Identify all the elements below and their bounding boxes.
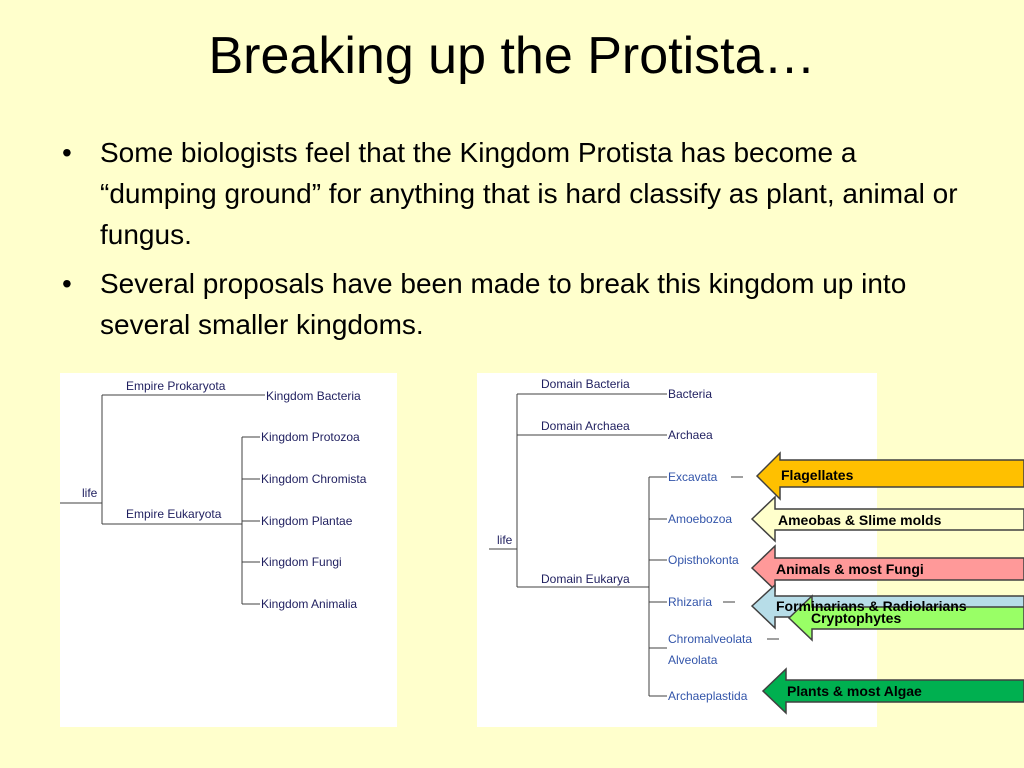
tree-diagram-domains: life Domain Bacteria Domain Archaea Doma… xyxy=(489,377,779,703)
supergroup-label: Amoebozoa xyxy=(668,512,732,526)
leaf-label: Bacteria xyxy=(668,387,712,401)
callout-label-plants-algae: Plants & most Algae xyxy=(787,683,922,699)
supergroup-label: Excavata xyxy=(668,470,718,484)
empire-label: Empire Prokaryota xyxy=(126,379,226,393)
bullet-text: Several proposals have been made to brea… xyxy=(100,268,907,340)
kingdom-label: Kingdom Animalia xyxy=(261,597,357,611)
callout-label-flagellates: Flagellates xyxy=(781,467,854,483)
bullet-glyph: • xyxy=(62,268,72,299)
supergroup-label: Alveolata xyxy=(668,653,718,667)
slide-title: Breaking up the Protista… xyxy=(208,27,816,85)
kingdom-label: Kingdom Protozoa xyxy=(261,430,360,444)
kingdom-label: Kingdom Plantae xyxy=(261,514,353,528)
supergroup-label: Rhizaria xyxy=(668,595,712,609)
supergroup-label: Chromalveolata xyxy=(668,632,752,646)
leaf-label: Archaea xyxy=(668,428,713,442)
bullet-glyph: • xyxy=(62,137,72,168)
tree-lines xyxy=(489,393,779,697)
kingdom-label: Kingdom Chromista xyxy=(261,472,367,486)
tree-root-label: life xyxy=(82,486,98,500)
tree-root-label: life xyxy=(497,533,513,547)
bullet-item: • Some biologists feel that the Kingdom … xyxy=(62,132,962,255)
domain-label: Domain Archaea xyxy=(541,419,630,433)
supergroup-label: Archaeplastida xyxy=(668,689,748,703)
kingdom-label: Kingdom Fungi xyxy=(261,555,342,569)
callout-label-animals-fungi: Animals & most Fungi xyxy=(776,561,924,577)
tree-panel-domains: life Domain Bacteria Domain Archaea Doma… xyxy=(477,373,877,727)
callout-label-foraminifera: Forminarians & Radiolarians xyxy=(776,598,967,614)
bullet-text: Some biologists feel that the Kingdom Pr… xyxy=(100,137,958,250)
callout-label-amoebas: Ameobas & Slime molds xyxy=(778,512,942,528)
tree-diagram-empires: life Empire Prokaryota Empire Eukaryota … xyxy=(60,379,367,611)
domain-label: Domain Eukarya xyxy=(541,572,630,586)
kingdom-label: Kingdom Bacteria xyxy=(266,389,361,403)
tree-panel-empires: life Empire Prokaryota Empire Eukaryota … xyxy=(60,373,397,727)
empire-label: Empire Eukaryota xyxy=(126,507,222,521)
domain-label: Domain Bacteria xyxy=(541,377,630,391)
tree-lines xyxy=(60,394,265,605)
bullet-list: • Some biologists feel that the Kingdom … xyxy=(62,132,962,353)
supergroup-label: Opisthokonta xyxy=(668,553,739,567)
callout-label-cryptophytes: Cryptophytes xyxy=(811,610,902,626)
bullet-item: • Several proposals have been made to br… xyxy=(62,263,962,345)
